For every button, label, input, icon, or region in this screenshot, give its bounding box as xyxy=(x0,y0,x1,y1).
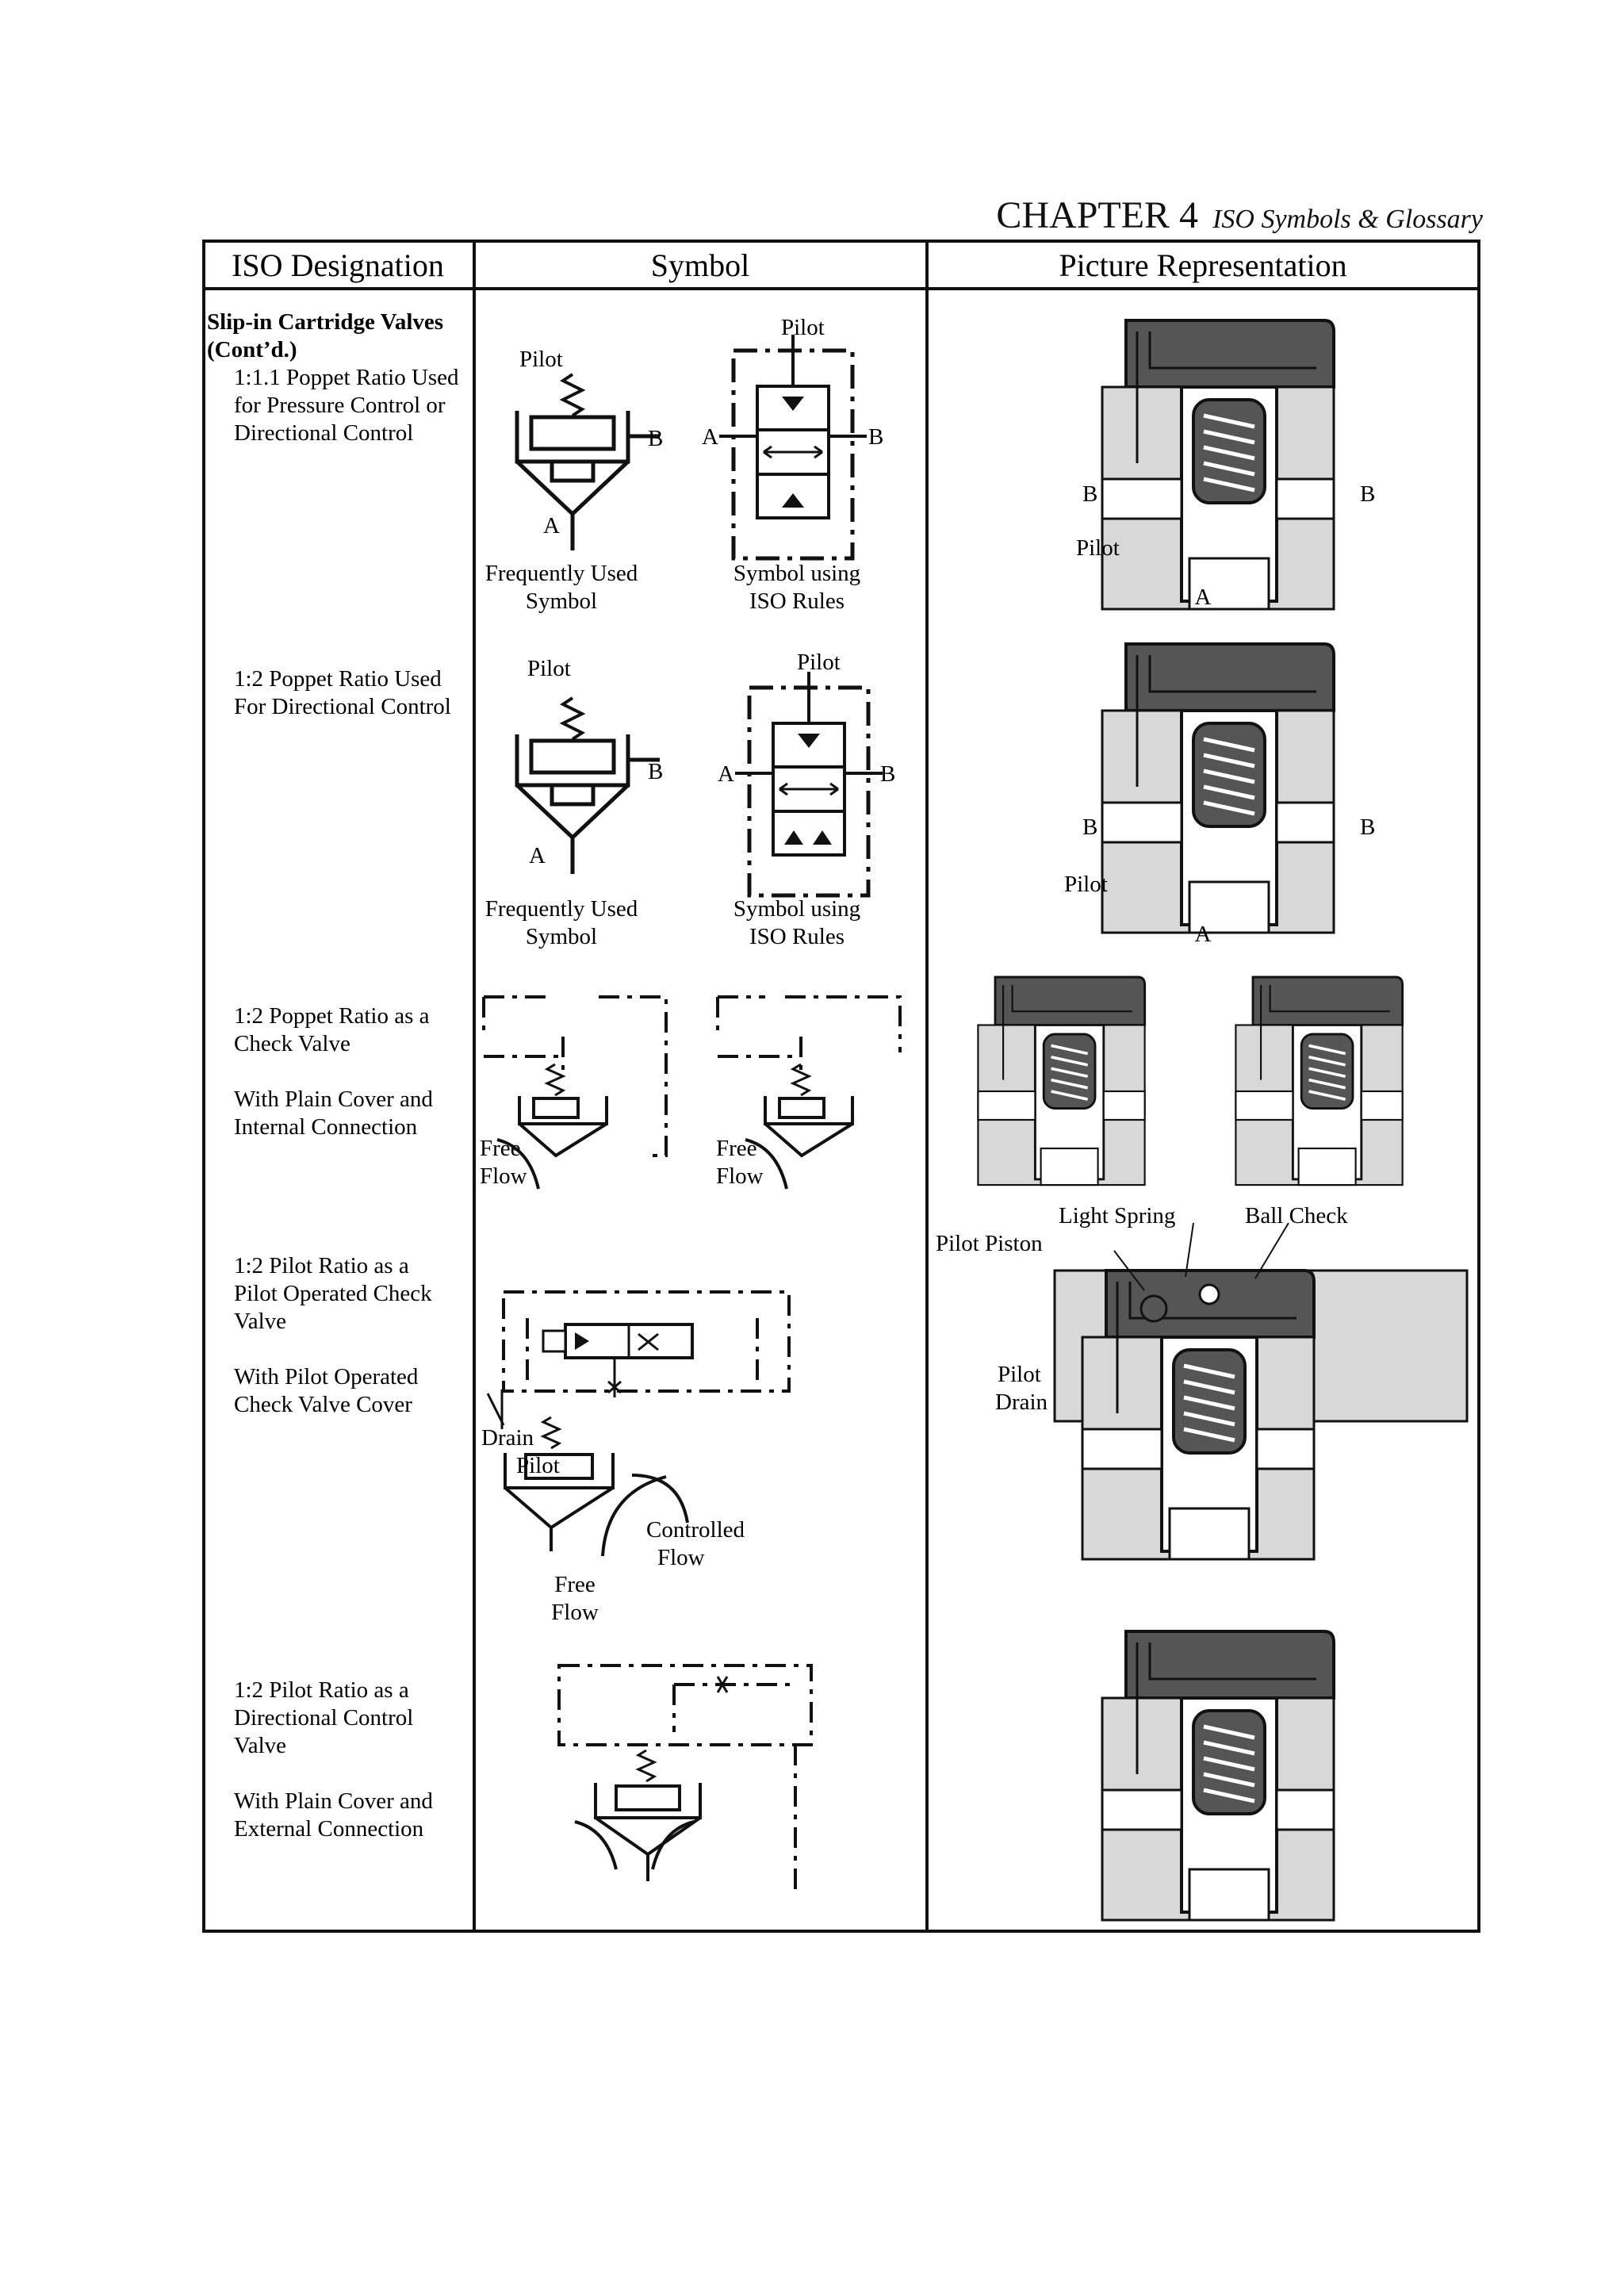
pilot-label: Pilot xyxy=(781,315,825,340)
row1-iso-rules-symbol: Pilot A B Symbol using ISO Rules xyxy=(702,315,883,614)
port-b-label: B xyxy=(1360,815,1375,840)
column-headers: ISO Designation Symbol Picture Represent… xyxy=(232,247,1347,283)
controlled-flow-label: Controlled xyxy=(646,1517,745,1543)
row1-frequently-used-symbol: Pilot B A Frequently Used Symbol xyxy=(485,347,664,614)
header-symbol: Symbol xyxy=(651,247,749,283)
row2-iso-rules-symbol: Pilot A B Symbol using ISO Rules xyxy=(718,650,895,949)
port-a-label: A xyxy=(1195,922,1212,947)
pilot-label: Pilot xyxy=(516,1453,560,1478)
chapter-heading: CHAPTER 4 ISO Symbols & Glossary xyxy=(996,194,1483,237)
header-picture-representation: Picture Representation xyxy=(1059,247,1346,283)
pilot-label: Pilot xyxy=(1064,872,1108,897)
port-b-label: B xyxy=(868,424,883,450)
section-title-cont: (Cont’d.) xyxy=(207,337,297,362)
row4-designation: With Pilot Operated xyxy=(234,1364,419,1389)
free-flow-label: Free xyxy=(554,1572,596,1597)
row3-pictures xyxy=(976,976,1404,1186)
row1-designation: 1:1.1 Poppet Ratio Used xyxy=(234,365,459,390)
row4-picture: Light Spring Ball Check Pilot Piston Pil… xyxy=(936,1203,1469,1559)
pilot-drain-label: Drain xyxy=(995,1389,1048,1415)
port-a-label: A xyxy=(702,424,718,450)
iso-symbol-table: ISO Designation Symbol Picture Represent… xyxy=(202,240,1480,1933)
row2-picture: B B Pilot A xyxy=(1064,644,1375,947)
pilot-drain-label: Pilot xyxy=(998,1362,1041,1387)
free-flow-label: Free xyxy=(716,1136,757,1161)
controlled-flow-label: Flow xyxy=(657,1545,705,1570)
ball-check-label: Ball Check xyxy=(1245,1203,1348,1228)
row3-check-valve-symbol-left: Free Flow xyxy=(480,995,668,1190)
row2-designation: 1:2 Poppet Ratio Used xyxy=(234,666,442,692)
port-a-label: A xyxy=(1195,585,1212,610)
row3-check-valve-symbol-right: Free Flow xyxy=(716,995,902,1190)
port-a-label: A xyxy=(543,513,560,539)
drain-label: Drain xyxy=(481,1425,534,1451)
row5-designation: External Connection xyxy=(234,1816,424,1842)
section-title: Slip-in Cartridge Valves xyxy=(207,309,443,335)
header-iso-designation: ISO Designation xyxy=(232,247,444,283)
row5-designation: With Plain Cover and xyxy=(234,1788,433,1814)
caption-symbol-using: Symbol using xyxy=(733,561,860,586)
row2-frequently-used-symbol: Pilot B A Frequently Used Symbol xyxy=(485,656,664,949)
caption-iso-rules: ISO Rules xyxy=(749,924,845,949)
port-b-label: B xyxy=(648,759,663,784)
port-b-label: B xyxy=(648,426,663,451)
caption-symbol: Symbol xyxy=(526,924,597,949)
row3-designation: With Plain Cover and xyxy=(234,1087,433,1112)
free-flow-label: Flow xyxy=(716,1163,764,1189)
row3-designation: Internal Connection xyxy=(234,1114,418,1140)
row3-designation: 1:2 Poppet Ratio as a xyxy=(234,1003,430,1029)
chapter-number: CHAPTER 4 xyxy=(996,194,1199,236)
pilot-piston-label: Pilot Piston xyxy=(936,1231,1043,1256)
port-b-label: B xyxy=(1082,481,1097,507)
row4-designation: Valve xyxy=(234,1309,286,1334)
caption-symbol-using: Symbol using xyxy=(733,896,860,922)
port-b-label: B xyxy=(1082,815,1097,840)
port-b-label: B xyxy=(880,761,895,787)
caption-frequently-used: Frequently Used xyxy=(485,561,638,586)
port-a-label: A xyxy=(529,843,546,868)
free-flow-label: Free xyxy=(480,1136,521,1161)
row4-designation: Pilot Operated Check xyxy=(234,1281,432,1306)
light-spring-label: Light Spring xyxy=(1059,1203,1175,1228)
row4-designation: Check Valve Cover xyxy=(234,1392,412,1417)
row5-directional-control-symbol xyxy=(557,1664,813,1895)
table-frame xyxy=(202,240,1480,1933)
row5-picture xyxy=(1102,1631,1334,1920)
caption-iso-rules: ISO Rules xyxy=(749,588,845,614)
pilot-label: Pilot xyxy=(1076,535,1120,561)
row1-designation: for Pressure Control or xyxy=(234,393,446,418)
pilot-label: Pilot xyxy=(527,656,571,681)
pilot-label: Pilot xyxy=(797,650,841,675)
caption-frequently-used: Frequently Used xyxy=(485,896,638,922)
free-flow-label: Flow xyxy=(551,1600,599,1625)
free-flow-label: Flow xyxy=(480,1163,527,1189)
port-a-label: A xyxy=(718,761,734,787)
row1-picture: B B Pilot A xyxy=(1076,320,1375,610)
designation-column: Slip-in Cartridge Valves (Cont’d.) 1:1.1… xyxy=(207,309,459,1842)
pilot-label: Pilot xyxy=(519,347,563,372)
row3-designation: Check Valve xyxy=(234,1031,350,1056)
row4-pilot-operated-check-symbol: Drain Pilot Controlled Flow Free Flow xyxy=(481,1290,791,1625)
row4-designation: 1:2 Pilot Ratio as a xyxy=(234,1253,409,1278)
port-b-label: B xyxy=(1360,481,1375,507)
row5-designation: Valve xyxy=(234,1733,286,1758)
row1-designation: Directional Control xyxy=(234,420,413,446)
chapter-subtitle: ISO Symbols & Glossary xyxy=(1212,205,1483,234)
row2-designation: For Directional Control xyxy=(234,694,451,719)
row5-designation: 1:2 Pilot Ratio as a xyxy=(234,1677,409,1703)
row5-designation: Directional Control xyxy=(234,1705,413,1731)
caption-symbol: Symbol xyxy=(526,588,597,614)
